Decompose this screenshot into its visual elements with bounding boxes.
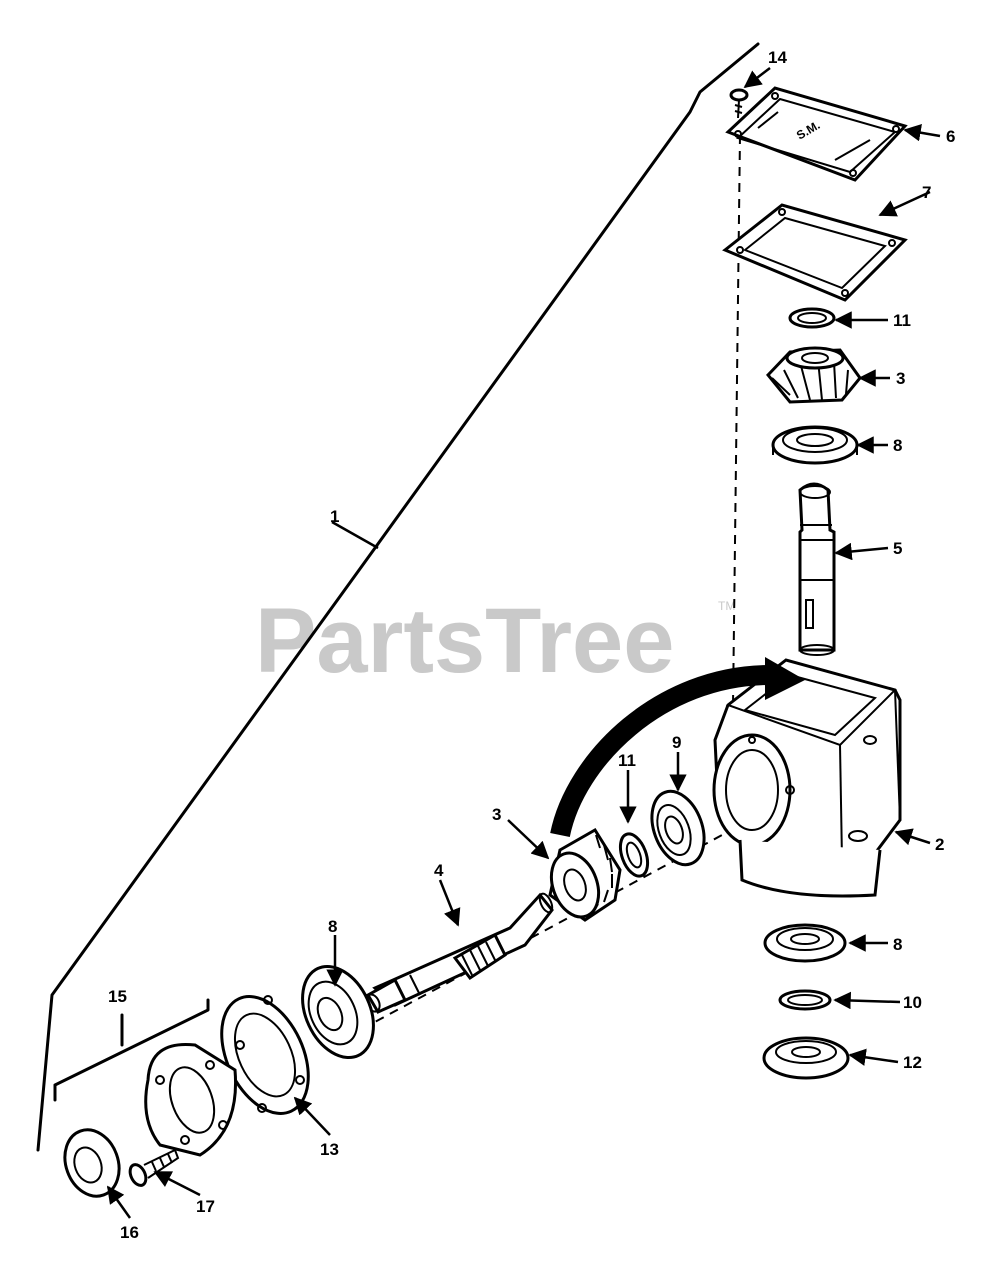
- bevel-gear-part-3-top: [766, 346, 862, 404]
- gearbox-housing-part-2: [712, 658, 902, 898]
- callout-2: 2: [935, 835, 944, 854]
- callout-17: 17: [196, 1197, 215, 1216]
- retaining-ring-part-11-top: [788, 307, 836, 329]
- callout-8-left: 8: [328, 917, 337, 936]
- callout-10: 10: [903, 993, 922, 1012]
- callout-13: 13: [320, 1140, 339, 1159]
- gasket-part-7: [722, 203, 908, 302]
- callout-4: 4: [434, 861, 444, 880]
- watermark: PartsTree: [255, 590, 674, 692]
- bearing-part-8-right: [763, 923, 847, 963]
- vertical-alignment-line: [732, 134, 741, 706]
- shaft-alignment-line: [359, 819, 751, 1031]
- callout-8-right: 8: [893, 935, 902, 954]
- seal-part-12: [762, 1036, 850, 1080]
- callout-6: 6: [946, 127, 955, 146]
- callout-3-left: 3: [492, 805, 501, 824]
- callout-3-top: 3: [896, 369, 905, 388]
- assembly-curved-arrow: [550, 657, 805, 838]
- callout-8-top: 8: [893, 436, 902, 455]
- bearing-part-8-top: [771, 425, 859, 465]
- callout-16: 16: [120, 1223, 139, 1242]
- callout-12: 12: [903, 1053, 922, 1072]
- flange-cap-part-15: [144, 1042, 238, 1157]
- callout-1: 1: [330, 507, 339, 526]
- callout-7: 7: [922, 183, 931, 202]
- callout-15: 15: [108, 987, 127, 1006]
- callout-11-top: 11: [893, 311, 911, 330]
- callout-5: 5: [893, 539, 902, 558]
- snap-ring-part-10: [778, 989, 832, 1011]
- horizontal-shaft-part-4: [365, 892, 554, 1014]
- bolt-part-17: [128, 1148, 180, 1187]
- bearing-part-9: [650, 789, 706, 867]
- seal-part-16: [63, 1128, 121, 1198]
- callout-9: 9: [672, 733, 681, 752]
- assembly-bracket-line: [36, 42, 760, 1152]
- retaining-ring-part-11-mid: [618, 832, 650, 878]
- bevel-gear-part-3-left: [548, 827, 622, 922]
- part-15-bracket: [53, 998, 210, 1102]
- screw-part-14: [729, 88, 749, 119]
- callout-14: 14: [768, 48, 787, 67]
- vertical-shaft-part-5: [798, 482, 836, 656]
- bearing-part-8-left: [301, 964, 375, 1060]
- callout-leaders: [106, 67, 941, 1219]
- watermark-trademark: TM: [718, 599, 735, 613]
- callout-11-mid: 11: [618, 751, 636, 770]
- callout-labels: 14 6 7 11 3 8 5 1 9 11 3 2 4 8 8 15 10 1…: [108, 48, 955, 1242]
- cover-plate-part-6: S.M.: [725, 86, 908, 182]
